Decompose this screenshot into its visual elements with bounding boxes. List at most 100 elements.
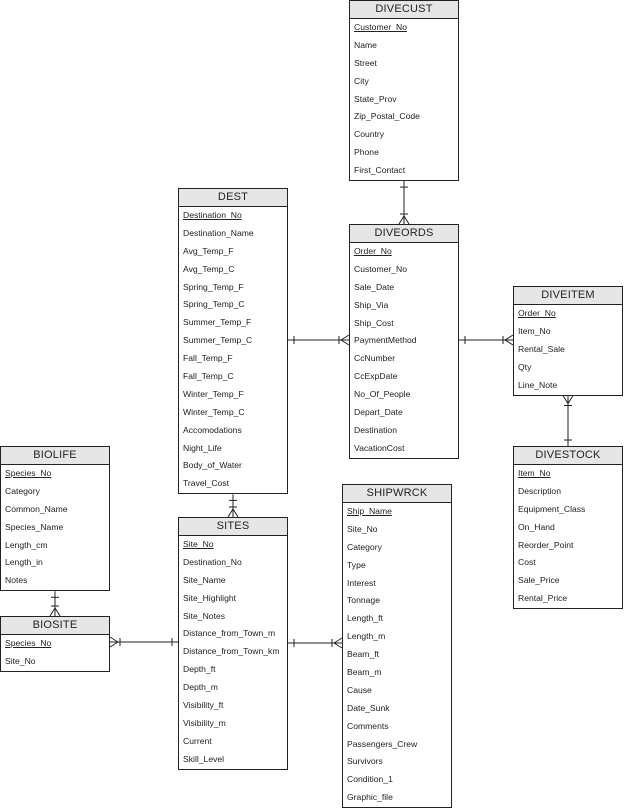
attribute-rental-sale: Rental_Sale [518, 343, 565, 354]
attribute-paymentmethod: PaymentMethod [354, 335, 417, 346]
attribute-site-no: Site_No [347, 523, 378, 534]
attribute-condition-1: Condition_1 [347, 774, 393, 785]
attribute-travel-cost: Travel_Cost [183, 478, 230, 489]
attribute-site-notes: Site_Notes [183, 610, 226, 621]
entity-title: BIOLIFE [1, 447, 109, 465]
attribute-passengers-crew: Passengers_Crew [347, 738, 418, 749]
attribute-cause: Cause [347, 684, 372, 695]
attribute-site-no: Site_No [5, 655, 36, 666]
attribute-fall-temp-c: Fall_Temp_C [183, 371, 234, 382]
attribute-date-sunk: Date_Sunk [347, 702, 390, 713]
attribute-length-ft: Length_ft [347, 613, 383, 624]
attribute-on-hand: On_Hand [518, 521, 555, 532]
attribute-destination-no: Destination_No [183, 210, 242, 220]
entity-title: DEST [179, 189, 287, 207]
attribute-city: City [354, 75, 369, 86]
attribute-depth-ft: Depth_ft [183, 664, 216, 675]
attribute-ship-cost: Ship_Cost [354, 317, 394, 328]
attribute-common-name: Common_Name [5, 503, 68, 514]
edge-end-biosite-right [109, 636, 121, 648]
attribute-notes: Notes [5, 575, 28, 586]
attribute-avg-temp-f: Avg_Temp_F [183, 245, 234, 256]
attribute-summer-temp-c: Summer_Temp_C [183, 335, 253, 346]
attribute-depart-date: Depart_Date [354, 407, 403, 418]
attribute-winter-temp-c: Winter_Temp_C [183, 406, 245, 417]
attribute-qty: Qty [518, 361, 532, 372]
attribute-order-no: Order_No [518, 308, 556, 318]
attribute-first-contact: First_Contact [354, 165, 406, 176]
attribute-type: Type [347, 559, 366, 570]
attribute-name: Name [354, 39, 377, 50]
entity-title: BIOSITE [1, 617, 109, 635]
attribute-length-m: Length_m [347, 631, 386, 642]
attribute-site-no: Site_No [183, 539, 214, 549]
attribute-beam-m: Beam_m [347, 667, 382, 678]
attribute-distance-from-town-km: Distance_from_Town_km [183, 646, 280, 657]
attribute-customer-no: Customer_No [354, 263, 408, 274]
attribute-equipment-class: Equipment_Class [518, 503, 586, 514]
attribute-ccnumber: CcNumber [354, 353, 396, 364]
edge-end-shipwrck-left [331, 637, 343, 649]
entity-title: DIVECUST [350, 1, 458, 19]
attribute-beam-ft: Beam_ft [347, 649, 380, 660]
attribute-description: Description [518, 485, 561, 496]
edge-end-sites-top [227, 506, 239, 518]
attribute-country: Country [354, 129, 385, 140]
attribute-graphic-file: Graphic_file [347, 792, 393, 803]
attribute-survivors: Survivors [347, 756, 383, 767]
attribute-category: Category [5, 485, 40, 496]
attribute-phone: Phone [354, 147, 379, 158]
attribute-vacationcost: VacationCost [354, 442, 405, 453]
attribute-item-no: Item_No [518, 468, 551, 478]
attribute-length-cm: Length_cm [5, 539, 48, 550]
edge-end-biosite-top [49, 605, 61, 617]
attribute-depth-m: Depth_m [183, 682, 218, 693]
attribute-ship-name: Ship_Name [347, 506, 392, 516]
attribute-sale-price: Sale_Price [518, 575, 560, 586]
attribute-customer-no: Customer_No [354, 22, 408, 32]
attribute-ccexpdate: CcExpDate [354, 371, 398, 382]
attribute-winter-temp-f: Winter_Temp_F [183, 388, 244, 399]
entity-title: SHIPWRCK [343, 485, 451, 503]
attribute-destination-no: Destination_No [183, 556, 242, 567]
attribute-current: Current [183, 735, 212, 746]
edge-end-diveords-top [398, 213, 410, 225]
attribute-sale-date: Sale_Date [354, 281, 395, 292]
attribute-spring-temp-c: Spring_Temp_C [183, 299, 245, 310]
attribute-accomodations: Accomodations [183, 424, 242, 435]
attribute-site-highlight: Site_Highlight [183, 592, 237, 603]
entity-title: DIVESTOCK [514, 447, 622, 465]
attribute-night-life: Night_Life [183, 442, 222, 453]
attribute-street: Street [354, 57, 377, 68]
attribute-species-no: Species_No [5, 468, 52, 478]
attribute-summer-temp-f: Summer_Temp_F [183, 317, 252, 328]
attribute-distance-from-town-m: Distance_from_Town_m [183, 628, 276, 639]
attribute-visibility-m: Visibility_m [183, 717, 226, 728]
entity-title: DIVEORDS [350, 225, 458, 243]
attribute-site-name: Site_Name [183, 574, 226, 585]
attribute-interest: Interest [347, 577, 376, 588]
attribute-fall-temp-f: Fall_Temp_F [183, 353, 233, 364]
attribute-reorder-point: Reorder_Point [518, 539, 574, 550]
attribute-item-no: Item_No [518, 325, 551, 336]
edge-end-diveords-left [338, 334, 350, 346]
attribute-comments: Comments [347, 720, 389, 731]
edge-end-diveitem-bottom [562, 395, 574, 406]
attribute-destination: Destination [354, 424, 397, 435]
attribute-ship-via: Ship_Via [354, 299, 389, 310]
attribute-category: Category [347, 541, 382, 552]
attribute-length-in: Length_in [5, 557, 43, 568]
attribute-cost: Cost [518, 557, 536, 568]
entity-title: SITES [179, 518, 287, 536]
